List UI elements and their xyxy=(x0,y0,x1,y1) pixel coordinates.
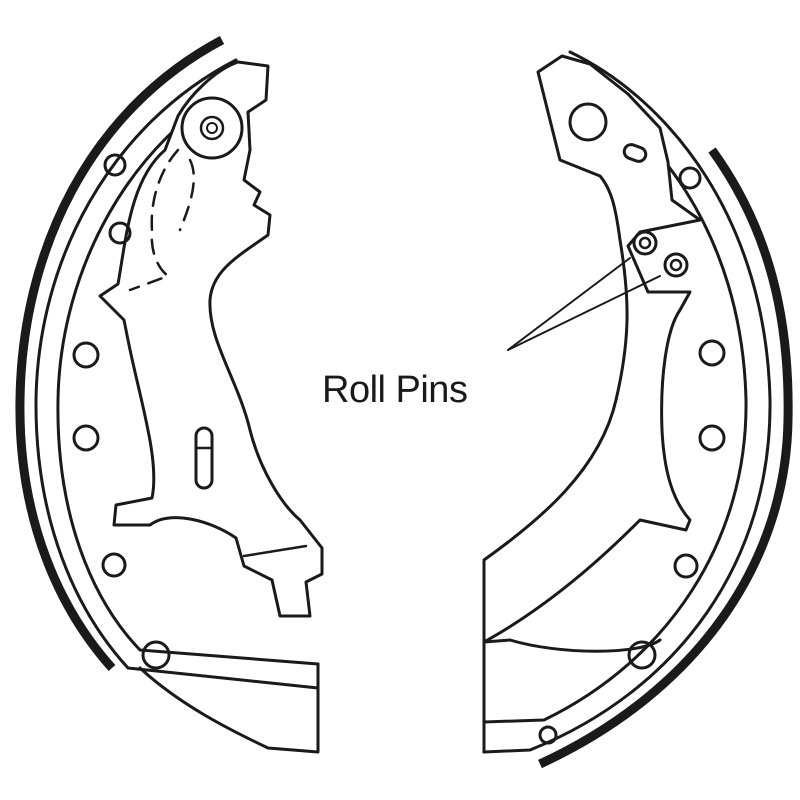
roll-pins-label: Roll Pins xyxy=(322,369,468,411)
left-shoe-lining xyxy=(15,36,225,672)
left-shoe-table-inner xyxy=(56,80,320,666)
right-shoe-table-outer xyxy=(482,50,772,754)
roll-pin-outer xyxy=(632,230,658,256)
right-shoe-rivet-hole xyxy=(627,640,657,670)
right-shoe-slot xyxy=(622,143,648,163)
right-brake-shoe xyxy=(482,50,793,769)
left-shoe-web-line xyxy=(242,544,308,558)
left-shoe-pivot-outer xyxy=(180,96,244,160)
left-shoe-rivet-hole xyxy=(101,552,127,578)
left-shoe-slot xyxy=(194,426,214,490)
roll-pin-outer xyxy=(663,252,689,278)
left-shoe-web xyxy=(98,60,324,618)
left-shoe-rivet-hole xyxy=(141,640,171,670)
left-shoe-rivet-hole xyxy=(72,424,100,452)
right-shoe-web xyxy=(482,54,702,644)
left-shoe-pivot-center xyxy=(206,122,218,134)
left-shoe-end-tab xyxy=(138,662,320,754)
left-brake-shoe xyxy=(15,36,324,754)
left-shoe-rivet-hole xyxy=(103,153,127,177)
left-shoe-rivet-hole xyxy=(72,341,100,369)
left-shoe-rivet-hole xyxy=(108,221,132,245)
right-shoe-rivet-hole xyxy=(698,339,726,367)
leader-line xyxy=(507,275,661,351)
right-shoe-rivet-hole xyxy=(673,553,699,579)
right-shoe-pivot-hole xyxy=(568,102,608,142)
left-shoe-pivot-ring xyxy=(199,115,225,141)
right-shoe-bottom-edge xyxy=(482,638,662,754)
right-shoe-rivet-hole xyxy=(678,166,702,190)
leader-line xyxy=(507,257,631,351)
right-shoe-rivet-hole xyxy=(698,424,726,452)
left-shoe-adjuster-dashed xyxy=(128,148,195,292)
roll-pins-leader-lines xyxy=(507,257,661,351)
roll-pin-inner xyxy=(638,236,652,250)
left-shoe-table-outer xyxy=(34,58,320,690)
right-shoe-lining xyxy=(538,147,793,769)
roll-pin-inner xyxy=(669,258,683,272)
right-shoe-rivet-hole xyxy=(538,725,558,745)
